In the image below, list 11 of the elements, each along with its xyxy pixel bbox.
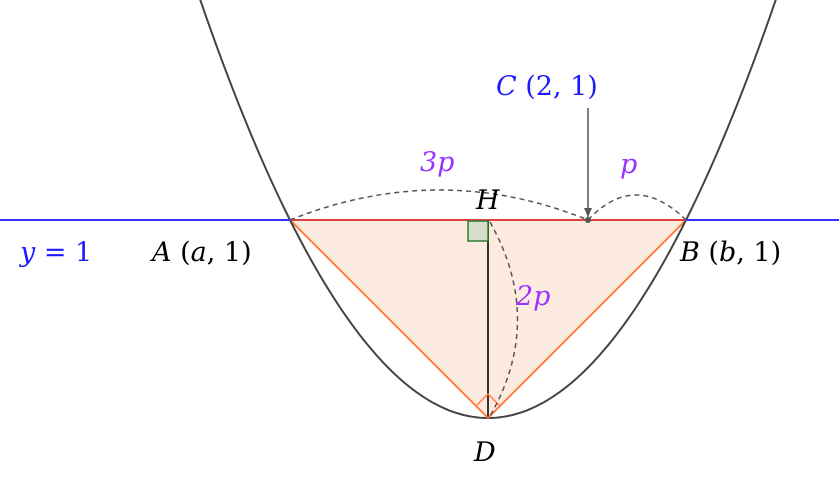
leader-arrow xyxy=(584,108,592,217)
point-label: C (2, 1) xyxy=(496,72,598,102)
length-label: 3p xyxy=(420,148,454,178)
point-dot xyxy=(585,217,591,223)
length-label: 2p xyxy=(516,282,550,312)
point-label: A (a, 1) xyxy=(152,238,252,268)
point-label: D xyxy=(474,438,496,468)
equation-label: y = 1 xyxy=(20,238,92,268)
point-label: H xyxy=(476,186,500,216)
point-label: B (b, 1) xyxy=(680,238,782,268)
length-label: p xyxy=(620,150,638,180)
